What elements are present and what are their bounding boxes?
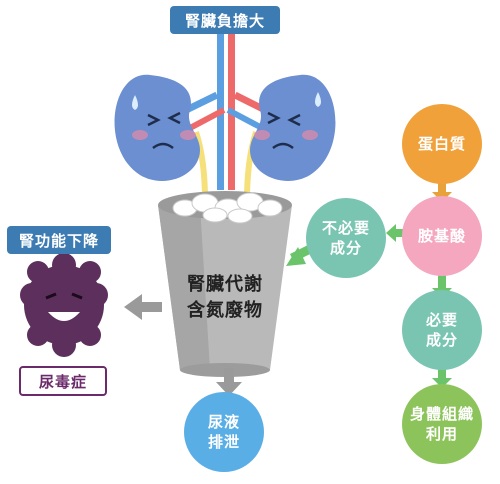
amino-acid-circle: 胺基酸 bbox=[402, 196, 482, 276]
unnecessary-components-circle: 不必要 成分 bbox=[306, 198, 386, 278]
uremia-blob-icon bbox=[20, 253, 108, 357]
blood-vessels-icon bbox=[174, 30, 277, 201]
necessary-components-circle: 必要 成分 bbox=[402, 290, 482, 370]
kidney-burden-label: 腎臟負擔大 bbox=[170, 6, 280, 34]
arrow-bin-to-urine bbox=[216, 368, 242, 396]
uremia-label: 尿毒症 bbox=[19, 366, 107, 396]
arrow-bin-to-left bbox=[124, 294, 162, 320]
body-tissue-use-circle: 身體組織 利用 bbox=[402, 384, 482, 464]
waste-bin-icon bbox=[158, 191, 292, 377]
kidney-function-decline-label: 腎功能下降 bbox=[7, 226, 111, 254]
right-kidney-icon bbox=[250, 74, 336, 181]
urine-excretion-circle: 尿液 排泄 bbox=[184, 392, 264, 472]
protein-circle: 蛋白質 bbox=[402, 104, 482, 184]
arrow-necessary-to-body bbox=[432, 368, 452, 388]
left-kidney-icon bbox=[114, 74, 200, 181]
bin-text: 腎臟代謝 含氮廢物 bbox=[187, 274, 263, 321]
